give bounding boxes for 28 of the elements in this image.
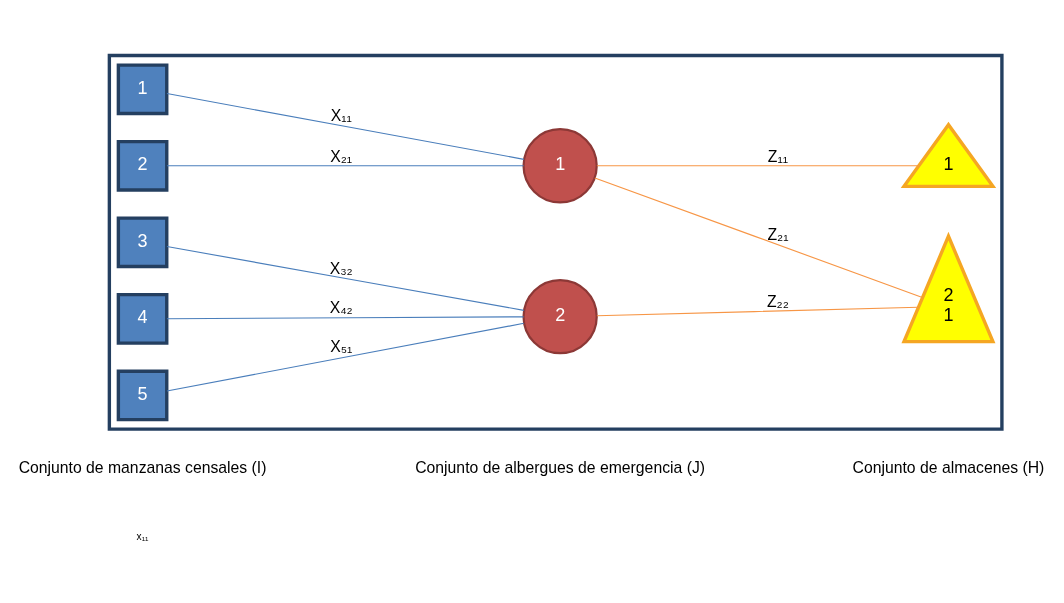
cluster	[107, 53, 1004, 431]
node-box: 2	[116, 139, 169, 192]
connector	[166, 322, 525, 392]
edge-label: Z₂₁	[767, 225, 789, 243]
edge-label: X₄₂	[329, 298, 353, 316]
label: x₁₁	[136, 530, 149, 542]
label: Conjunto de almacenes (H)	[852, 458, 1045, 476]
connector	[166, 92, 525, 160]
label: Conjunto de albergues de emergencia (J)	[415, 458, 706, 476]
connector	[596, 306, 919, 316]
node-box: 4	[116, 292, 169, 345]
node-circle: 1	[522, 127, 598, 203]
label: Conjunto de manzanas censales (I)	[18, 458, 267, 476]
connector	[166, 315, 525, 319]
edge-label: X₂₁	[330, 147, 353, 165]
node-box: 3	[116, 215, 169, 268]
node-box: 1	[116, 62, 169, 115]
connector	[166, 245, 525, 311]
edge-label: X₁₁	[330, 106, 352, 124]
connector	[166, 164, 525, 166]
edge-label: X₅₁	[330, 337, 353, 355]
edge-label: X₃₂	[329, 259, 353, 277]
node-box: 5	[116, 369, 169, 421]
connector	[596, 164, 920, 166]
connector	[594, 176, 923, 298]
edge-label: Z₂₂	[767, 292, 789, 310]
edge-label: Z₁₁	[767, 147, 789, 165]
node-circle: 2	[522, 278, 598, 354]
